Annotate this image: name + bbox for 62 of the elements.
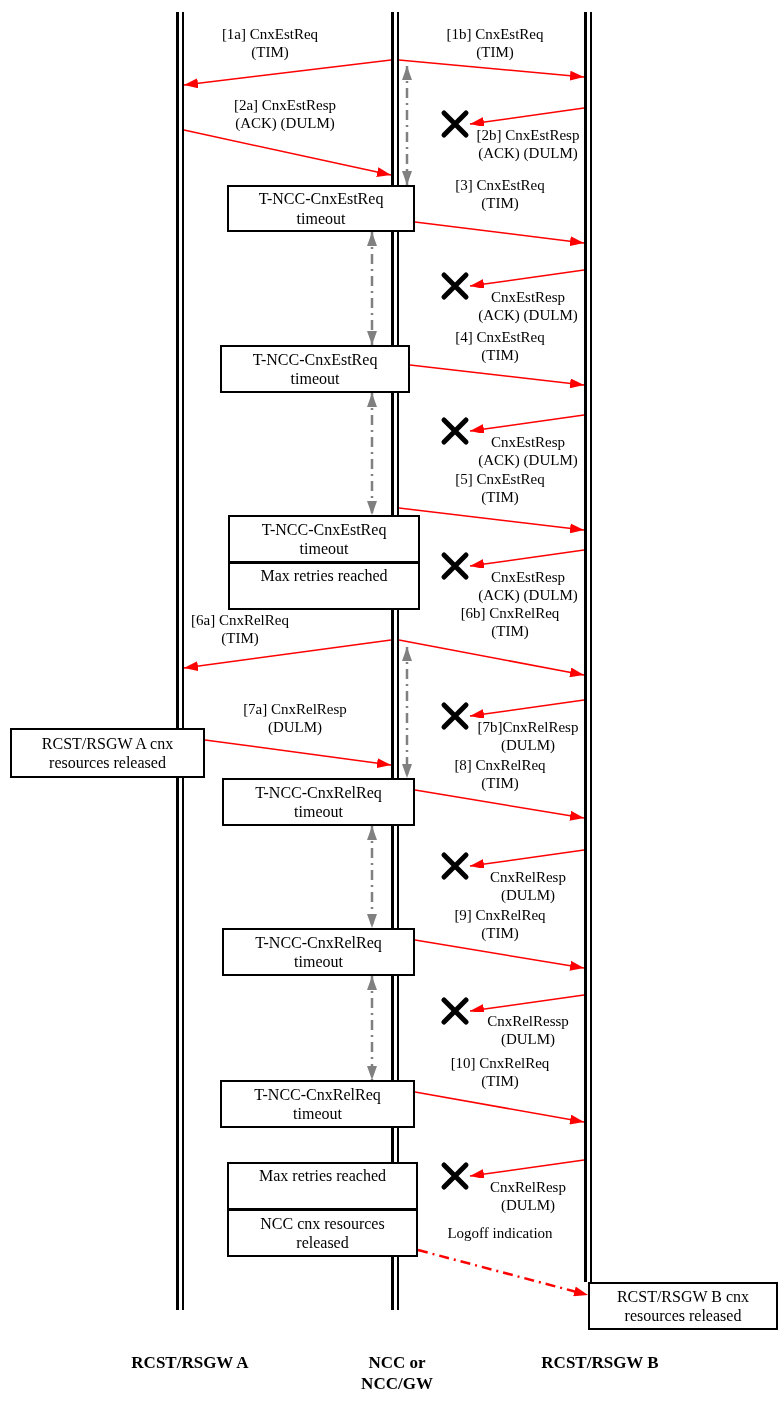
- lifeline-label: NCC or NCC/GW: [360, 1352, 434, 1395]
- box-text: NCC cnx resources released: [259, 1213, 386, 1253]
- interval-arrow: [402, 66, 412, 185]
- lifeline-label: RCST/RSGW A: [130, 1352, 250, 1374]
- box-text: RCST/RSGW B cnx resources released: [615, 1286, 751, 1326]
- lost-message-cross: [440, 109, 470, 139]
- box-text: Max retries reached: [258, 1166, 386, 1186]
- message-arrow: [469, 107, 585, 127]
- lifeline: [584, 12, 592, 1282]
- message-arrow: [469, 1159, 585, 1179]
- lifeline: [176, 12, 184, 1310]
- message-arrow: [469, 269, 585, 289]
- process-box: [222, 778, 415, 826]
- lost-message-cross: [440, 1161, 470, 1191]
- message-arrow: [183, 59, 392, 89]
- message-arrow: [409, 364, 585, 389]
- box-text: T-NCC-CnxRelReq timeout: [254, 782, 383, 822]
- message-arrow: [414, 789, 585, 821]
- box-text: T-NCC-CnxEstReq timeout: [251, 349, 379, 389]
- process-box: [228, 515, 420, 563]
- process-box: [227, 1209, 418, 1257]
- lost-message-cross: [440, 851, 470, 881]
- interval-arrow: [402, 647, 412, 778]
- message-arrow: [469, 549, 585, 569]
- box-text: Max retries reached: [260, 566, 388, 586]
- message-arrow: [398, 59, 585, 81]
- process-box: [222, 928, 415, 976]
- interval-arrow: [367, 976, 377, 1080]
- process-box: [227, 185, 415, 232]
- process-box: [228, 562, 420, 610]
- process-box: [220, 345, 410, 393]
- message-arrow: [469, 414, 585, 434]
- interval-arrow: [367, 232, 377, 345]
- box-text: T-NCC-CnxEstReq timeout: [257, 189, 385, 228]
- message-arrow: [469, 699, 585, 719]
- lifeline-label: RCST/RSGW B: [540, 1352, 660, 1374]
- message-arrow: [417, 1248, 589, 1297]
- lost-message-cross: [440, 701, 470, 731]
- message-arrow: [204, 739, 392, 769]
- process-box: [588, 1282, 778, 1330]
- interval-arrow: [367, 393, 377, 515]
- message-arrow: [183, 639, 392, 672]
- box-text: T-NCC-CnxEstReq timeout: [260, 519, 388, 559]
- box-text: T-NCC-CnxRelReq timeout: [253, 1084, 382, 1124]
- box-text: T-NCC-CnxRelReq timeout: [254, 932, 383, 972]
- message-arrow: [414, 221, 585, 247]
- interval-arrow: [367, 826, 377, 928]
- message-arrow: [469, 994, 585, 1014]
- box-text: RCST/RSGW A cnx resources released: [40, 733, 175, 773]
- message-arrow: [414, 1091, 585, 1125]
- process-box: [220, 1080, 415, 1128]
- process-box: [10, 728, 205, 778]
- message-arrow: [414, 939, 585, 971]
- process-box: [227, 1162, 418, 1210]
- message-arrow: [398, 507, 585, 534]
- lost-message-cross: [440, 996, 470, 1026]
- lost-message-cross: [440, 271, 470, 301]
- lost-message-cross: [440, 551, 470, 581]
- message-arrow: [469, 849, 585, 869]
- lost-message-cross: [440, 416, 470, 446]
- message-arrow: [183, 129, 392, 177]
- message-arrow: [398, 639, 585, 678]
